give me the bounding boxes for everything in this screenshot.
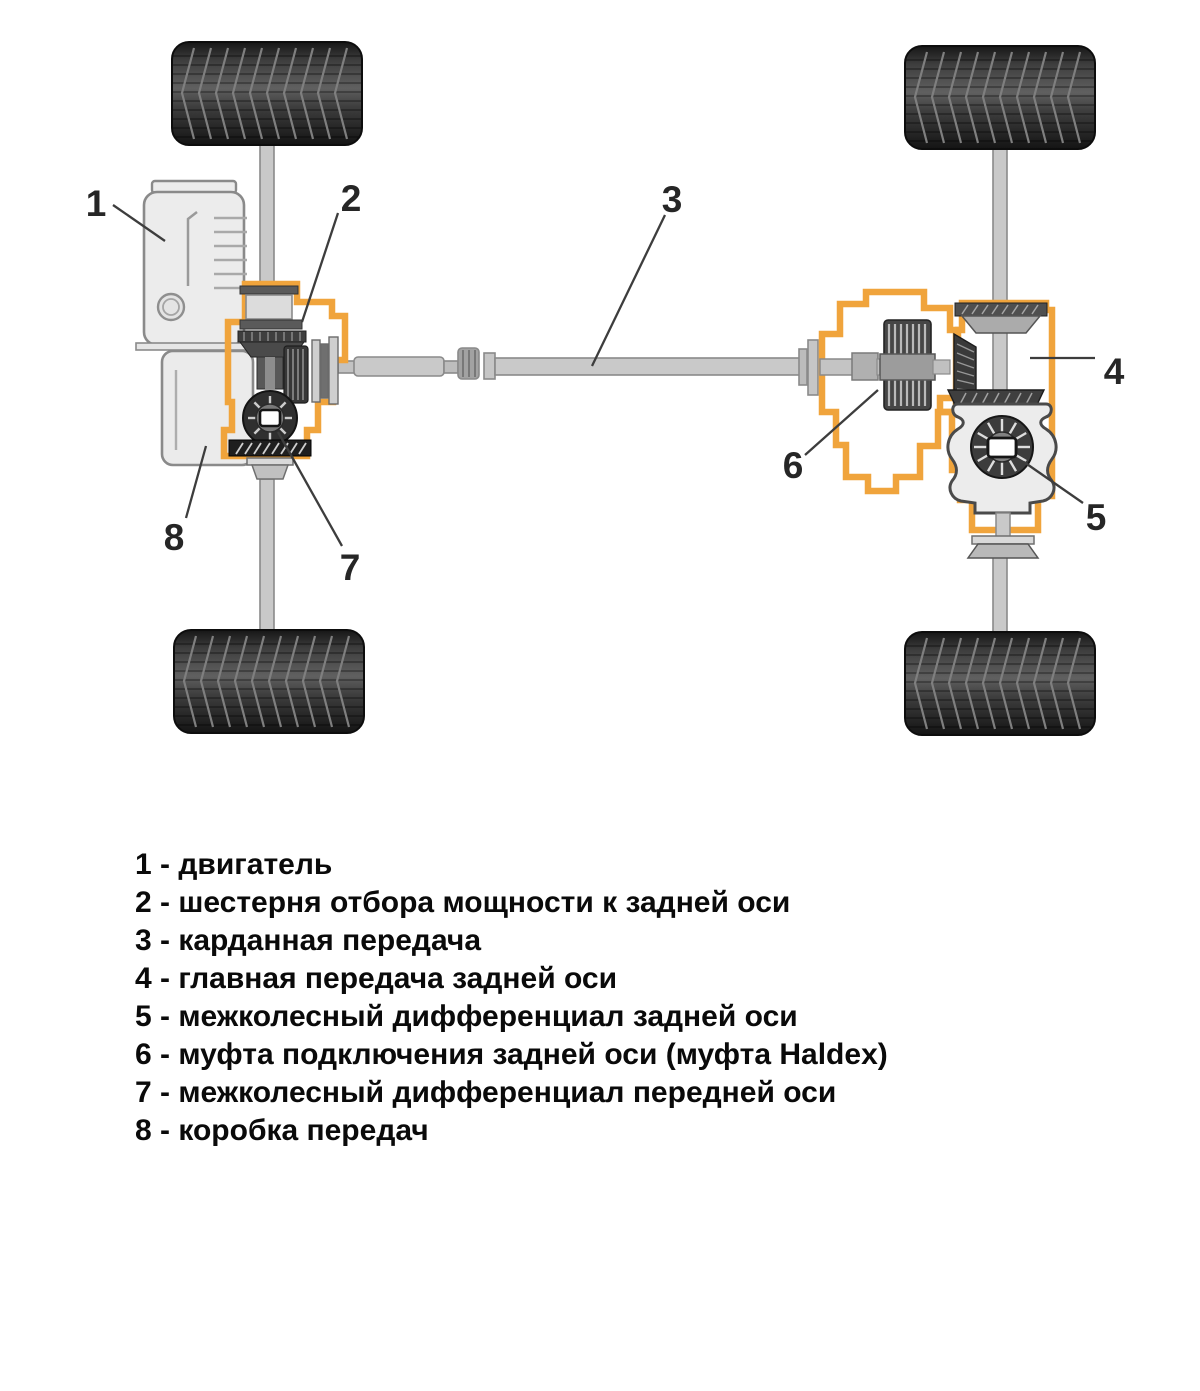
driveshaft — [337, 339, 819, 396]
legend-item: 2 - шестерня отбора мощности к задней ос… — [135, 886, 791, 919]
wheel-front-right — [174, 630, 364, 733]
front-gear-shaft-highlight — [265, 357, 275, 389]
front-diff-center — [258, 408, 282, 428]
leader-6 — [804, 389, 879, 456]
diagram-canvas: 1 2 3 4 5 6 7 8 — [86, 0, 1125, 800]
wheel-rear-left — [905, 46, 1095, 149]
rear-axle-lower-shaft — [992, 555, 1008, 635]
legend-item: 4 - главная передача задней оси — [135, 962, 618, 995]
axle-shafts — [259, 143, 1008, 635]
leader-8 — [184, 445, 208, 519]
awd-drivetrain-diagram: 1 2 3 4 5 6 7 8 — [86, 0, 1125, 800]
front-bearing-block — [245, 294, 293, 320]
engine-dipstick-line — [186, 211, 198, 286]
driveshaft-front-tube — [353, 356, 445, 377]
rear-axle-mid-shaft — [992, 331, 1008, 395]
front-output-flange-cone — [250, 464, 290, 480]
leader-5 — [1023, 461, 1084, 504]
leader-1 — [112, 204, 166, 242]
front-bearing-bottom-plate — [239, 319, 303, 330]
rear-output-flange-cone — [966, 543, 1040, 559]
front-final-drive — [237, 285, 339, 405]
haldex-input-step — [851, 352, 879, 381]
driveshaft-end-flange — [807, 339, 819, 396]
haldex-through-shaft — [879, 353, 936, 381]
callout-5: 5 — [1086, 497, 1107, 538]
haldex-input-shaft — [819, 358, 854, 376]
haldex-output-shaft — [932, 359, 951, 375]
leader-7 — [276, 431, 344, 547]
rear-axle-upper-shaft — [992, 147, 1008, 306]
callout-4: 4 — [1104, 351, 1125, 392]
callout-7: 7 — [340, 547, 361, 588]
front-axle-upper-shaft — [259, 143, 275, 287]
front-differential — [228, 390, 312, 480]
legend-item: 1 - двигатель — [135, 848, 333, 881]
haldex-clutch — [819, 319, 951, 411]
driveshaft-collar — [483, 352, 496, 380]
leader-2 — [300, 212, 340, 323]
callout-1: 1 — [86, 183, 107, 224]
front-final-drive-housing-outline — [220, 280, 349, 460]
wheel-rear-right — [905, 632, 1095, 735]
rear-drive-unit — [819, 302, 1058, 559]
rear-diff-center — [986, 436, 1018, 459]
engine-fins — [214, 216, 247, 290]
callout-2: 2 — [341, 178, 362, 219]
driveshaft-taper — [443, 360, 459, 374]
rear-differential — [946, 402, 1058, 559]
callout-6: 6 — [783, 445, 804, 486]
legend-item: 6 - муфта подключения задней оси (муфта … — [135, 1038, 888, 1071]
driveshaft-main-tube — [494, 357, 806, 376]
pto-flange-plates — [311, 336, 339, 405]
engine-filler-cap — [156, 292, 186, 322]
callout-3: 3 — [662, 179, 683, 220]
rear-axle-top-coupling — [954, 302, 1048, 334]
haldex-housing-outline — [818, 288, 960, 495]
front-axle-lower-shaft — [259, 478, 275, 633]
front-crown-gear — [228, 439, 312, 457]
callout-numbers: 1 2 3 4 5 6 7 8 — [86, 178, 1125, 588]
rear-output-flange-plate — [971, 535, 1035, 545]
legend-item: 5 - межколесный дифференциал задней оси — [135, 1000, 798, 1033]
engine-filler-cap-inner — [162, 298, 180, 316]
callout-8: 8 — [164, 517, 185, 558]
power-takeoff-gear — [283, 345, 309, 404]
front-bearing-top-plate — [239, 285, 299, 295]
legend-item: 8 - коробка передач — [135, 1114, 429, 1147]
callout-leader-lines — [112, 204, 1095, 547]
wheel-front-left — [172, 42, 362, 145]
driveshaft-end-collar — [798, 348, 808, 386]
engine — [135, 179, 265, 351]
legend-item: 3 - карданная передача — [135, 924, 482, 957]
leader-3 — [590, 214, 667, 367]
legend-item: 7 - межколесный дифференциал передней ос… — [135, 1076, 837, 1109]
legend: 1 - двигатель 2 - шестерня отбора мощнос… — [135, 846, 1135, 1150]
front-output-flange-plate — [246, 457, 294, 466]
rear-diff-output-shaft — [995, 512, 1011, 538]
